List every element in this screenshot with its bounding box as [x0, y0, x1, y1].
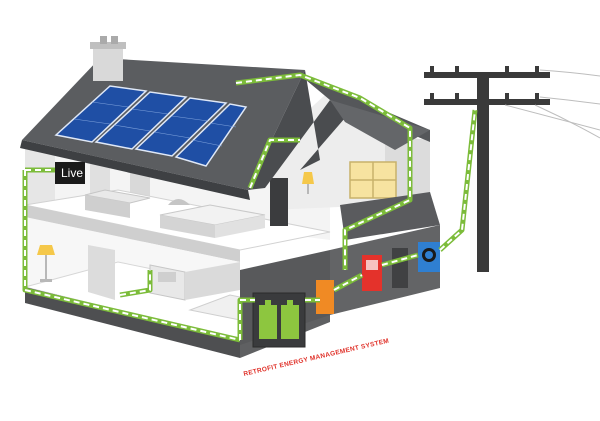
wall-lamp: [302, 172, 314, 194]
energy-cables: [22, 72, 478, 343]
smart-meter: [418, 242, 440, 272]
battery-storage-unit: [252, 292, 306, 348]
junction-box: [392, 248, 408, 288]
upstairs-desk: [84, 189, 151, 218]
solar-panel-array: [54, 85, 248, 167]
inverter-unit: [316, 280, 334, 314]
power-lines: [504, 69, 600, 139]
floor-lamp: [37, 245, 55, 282]
consumer-unit: [362, 255, 382, 291]
chimney: [93, 46, 123, 81]
tv-screen: Live: [55, 162, 85, 184]
kitchen-units: [149, 262, 282, 321]
utility-pole: [424, 66, 550, 272]
tv-live-label: Live: [61, 166, 83, 180]
bedroom-bed: [159, 199, 266, 238]
